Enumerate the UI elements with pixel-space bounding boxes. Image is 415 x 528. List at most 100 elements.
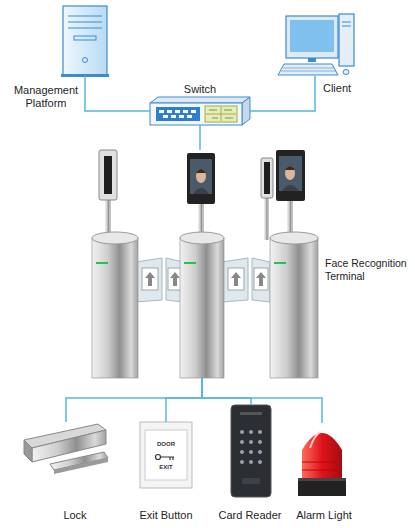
card-reader-icon-part [240,430,262,464]
device-node: Client [276,14,356,76]
turnstile-illustration-part [274,262,286,264]
magnetic-lock-icon-part [24,440,32,462]
turnstile-illustration-part [276,150,305,201]
card-reader-icon-part-part [249,460,253,464]
card-reader-icon-part-part [258,440,262,444]
magnetic-lock-icon [24,424,108,474]
server-icon-part [68,16,102,17]
device-node: Exit Button [140,422,192,488]
turnstile-illustration-part [190,159,212,194]
node-label: Face Recognition Terminal [325,257,414,283]
client-computer-icon-part [290,20,334,52]
turnstile-illustration-part-part [142,268,158,290]
node-label: Client [312,82,362,95]
turnstile-illustration-part [184,262,196,264]
alarm-light-icon-part [302,462,342,470]
network-wire [166,378,202,422]
client-computer-icon-part [278,64,338,75]
device-node: Switch [150,97,250,125]
turnstile-illustration-part [285,166,295,170]
switch-icon [150,97,250,125]
turnstile-illustration-part [264,196,269,240]
card-reader-icon-part-part [240,430,244,434]
server-icon [61,6,109,77]
switch-icon-part [150,97,250,103]
network-wire [199,125,201,150]
turnstile-illustration-part [270,232,318,244]
exit-button-icon-part [156,455,161,460]
switch-icon-part [156,107,200,121]
card-reader-icon-part-part [258,430,262,434]
turnstile-illustration-part [196,169,206,173]
client-computer-icon-part [342,22,351,23]
device-node: Alarm Light [298,423,346,496]
client-computer-icon-part [343,70,349,75]
turnstile-illustration-part [252,258,270,302]
card-reader-icon-part [240,412,262,415]
switch-icon-part [242,97,250,125]
turnstile-illustration-part [282,185,299,191]
exit-button-icon-part [161,457,175,460]
device-node: Management Platform [62,6,108,76]
turnstile-illustration-part [264,162,270,194]
turnstile-illustration-part [180,238,224,378]
client-computer-icon [278,14,354,75]
turnstile-illustration-part [285,166,295,180]
turnstile-illustration-part [96,262,108,264]
client-computer-icon-part [339,14,354,66]
card-reader-icon-part-part [249,430,253,434]
switch-icon-part [171,115,176,118]
panel-text: DOOR [150,441,182,448]
switch-icon-part [150,103,242,125]
device-node: Face Recognition Terminal [88,150,320,378]
card-reader-icon-part-part [249,440,253,444]
turnstile-illustration-part [92,238,138,378]
server-icon-part [68,28,102,29]
client-computer-icon-part [286,16,338,58]
device-node: Card Reader [231,405,271,497]
client-computer-icon-part [281,71,336,72]
switch-icon-part [163,115,168,118]
client-computer-icon-part [283,68,334,69]
network-wire [202,378,251,405]
switch-icon-part [159,110,164,113]
turnstile-illustration-part [99,150,117,200]
turnstile-illustration-part [104,156,112,194]
switch-icon-part [179,115,184,118]
client-computer-icon-part [342,26,351,27]
network-wire [85,76,150,111]
switch-icon-part [191,110,196,113]
node-label: Lock [40,509,110,522]
card-reader-icon-part [242,478,260,484]
card-reader-icon-part-part [258,460,262,464]
turnstile-illustration-part [279,156,302,191]
card-reader-icon-part-part [240,440,244,444]
card-reader-icon-part [231,405,271,497]
turnstile-illustration-part [196,169,206,183]
network-wire [202,378,322,423]
turnstile-illustration-part [270,238,318,378]
switch-icon-part [209,110,233,118]
magnetic-lock-icon-part [54,458,108,474]
exit-button-icon [140,422,192,488]
turnstile-illustration-part-part [170,272,180,286]
switch-icon-part [187,115,192,118]
node-label: Switch [170,83,230,96]
alarm-light-icon-part [302,433,342,480]
switch-icon-part [167,110,172,113]
switch-icon-part [205,106,237,122]
turnstile-illustration-part [193,188,209,194]
card-reader-icon-part-part [240,460,244,464]
server-icon-part [68,22,102,23]
device-node: Lock [22,422,110,476]
turnstile-illustration-part-part [228,268,244,290]
turnstile-illustration-part [222,258,248,302]
turnstile-illustration-part [136,258,162,302]
turnstile-illustration-part [92,232,138,244]
client-computer-icon-part [308,58,316,62]
server-icon-part [63,6,107,76]
turnstile-illustration-part [187,153,215,204]
turnstile-illustration [92,150,318,378]
card-reader-icon-part-part [240,450,244,454]
